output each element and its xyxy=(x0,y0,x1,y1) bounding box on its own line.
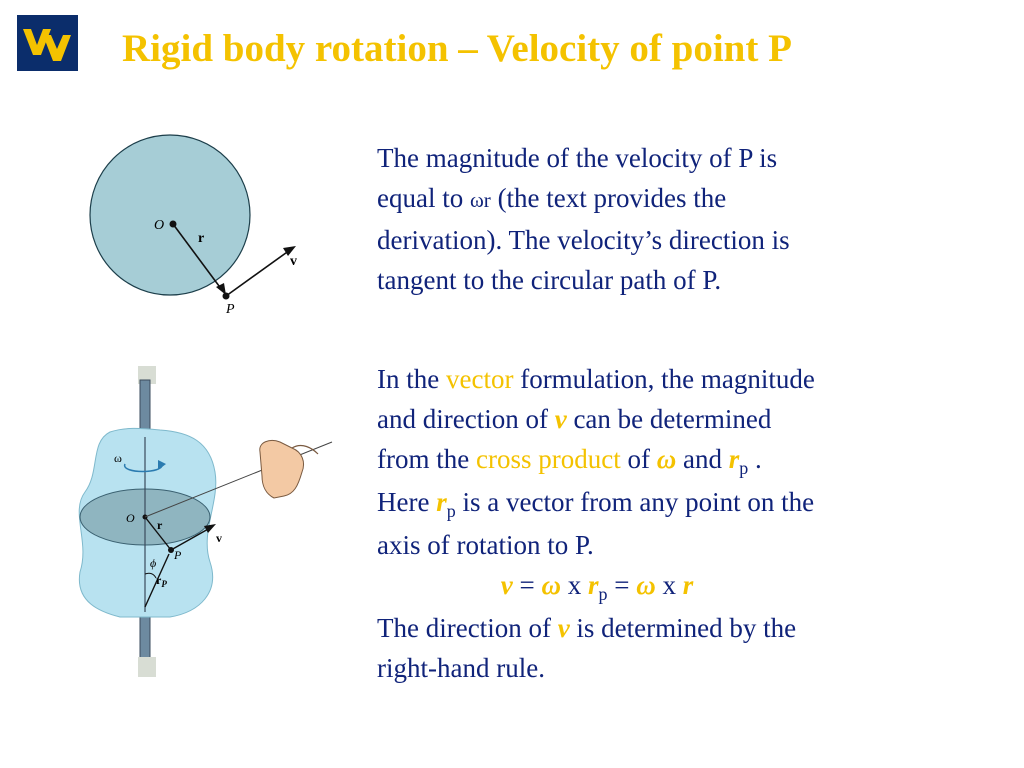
wvu-logo xyxy=(17,15,78,71)
point-p xyxy=(222,292,230,300)
label-rp: rP xyxy=(156,573,167,589)
lower-shaft xyxy=(139,611,151,663)
label-v2: v xyxy=(216,531,222,545)
rotating-disk-figure: O r v P xyxy=(89,134,297,317)
velocity-equation: v = ω x rp = ω x r xyxy=(500,570,694,604)
upper-shaft xyxy=(139,379,151,436)
vector-formulation-text: In the vector formulation, the magnitude… xyxy=(377,359,947,688)
label-p: P xyxy=(225,302,235,317)
label-phi: ϕ xyxy=(150,556,156,570)
rotating-body-figure: ω O r P v ϕ rP xyxy=(78,366,333,677)
label-r: r xyxy=(198,231,204,246)
label-r2: r xyxy=(157,518,163,532)
bottom-bearing xyxy=(138,657,156,677)
label-omega: ω xyxy=(114,451,122,465)
disk xyxy=(89,134,251,296)
wvu-logo-icon xyxy=(23,29,71,61)
label-o2: O xyxy=(126,511,135,525)
slide-title: Rigid body rotation – Velocity of point … xyxy=(122,27,792,70)
label-o: O xyxy=(154,218,164,233)
center-point xyxy=(169,220,177,228)
label-p2: P xyxy=(173,548,182,562)
velocity-magnitude-text: The magnitude of the velocity of P is eq… xyxy=(377,143,790,295)
label-v: v xyxy=(290,254,297,269)
right-hand-icon xyxy=(259,439,319,499)
